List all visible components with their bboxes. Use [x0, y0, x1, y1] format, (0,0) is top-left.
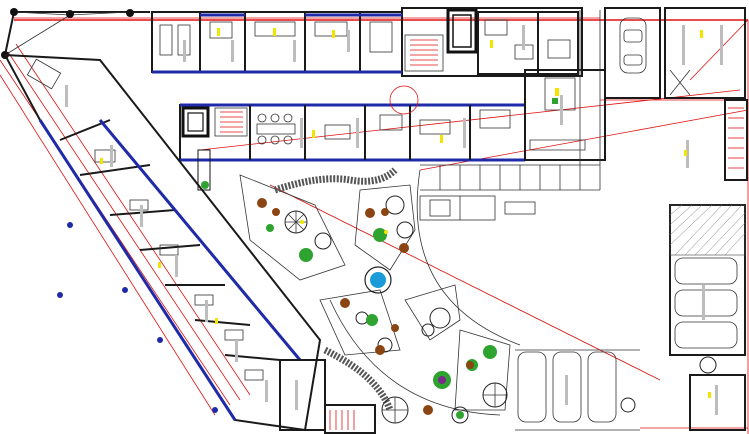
- diagonal-wing: [3, 53, 322, 432]
- dimension-lines: [0, 17, 749, 434]
- middle-block: [179, 85, 526, 162]
- curved-edge-arc: [416, 169, 521, 346]
- entrance-props: [419, 195, 536, 221]
- shrubs: [266, 224, 497, 419]
- north-block: [151, 7, 583, 77]
- reception: [524, 69, 606, 161]
- curved-edge-arc-south: [329, 299, 501, 416]
- serpentine-path-north: [273, 167, 398, 194]
- north-lift-core: [446, 8, 478, 54]
- dimension-markers: [57, 222, 218, 413]
- planting-zone-west: [239, 174, 346, 281]
- corridor-frame: [420, 10, 601, 191]
- middle-stair: [214, 107, 248, 137]
- serpentine-path-south: [323, 346, 394, 412]
- courtyard: [239, 167, 717, 424]
- planting-zone-east: [404, 284, 461, 341]
- south-stair: [279, 359, 376, 434]
- planting-zone-south: [454, 329, 511, 411]
- planting-zone-north: [354, 184, 416, 271]
- north-stair: [404, 34, 444, 72]
- south-parking: [515, 204, 746, 431]
- north-parking: [604, 7, 746, 99]
- middle-lift: [181, 106, 210, 138]
- tree-cluster: [284, 195, 717, 424]
- east-stair: [684, 99, 748, 181]
- planting-zone-centre: [319, 289, 401, 356]
- fountain: [364, 266, 392, 294]
- site-boundary: [1, 8, 150, 59]
- planters: [257, 198, 474, 415]
